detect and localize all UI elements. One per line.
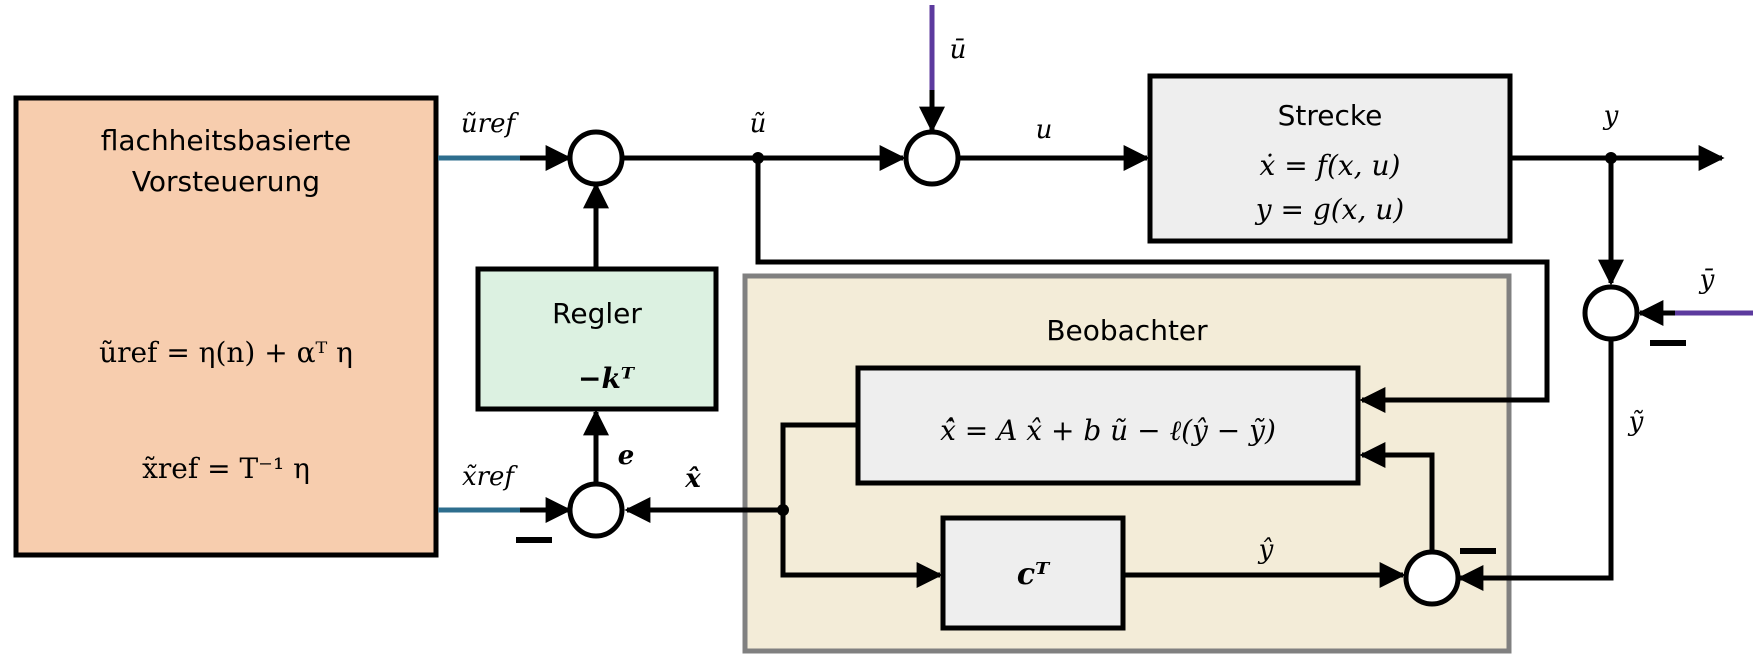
plant-block <box>1147 73 1513 244</box>
minus-sign-x-ref <box>516 537 552 543</box>
c-input-wire <box>780 510 943 588</box>
signal-label-u-bar: ū <box>950 35 967 65</box>
u-tilde-feedback-wire <box>755 158 1550 413</box>
observer-title: Beobachter <box>1046 314 1208 347</box>
controller-block <box>475 266 719 412</box>
feedforward-equation-u: ũref = η(n) + αᵀ η <box>99 336 353 369</box>
y-tilde-wire <box>1457 340 1614 591</box>
feedforward-title-line2: Vorsteuerung <box>132 165 320 198</box>
x-hat-branch-wire <box>780 422 858 510</box>
signal-label-x-hat: x̂ <box>684 464 701 494</box>
sum-junction-disturbance <box>903 129 961 187</box>
x-hat-branch-dot <box>777 504 789 516</box>
output-matrix-label: cᵀ <box>1017 557 1051 592</box>
y-branch-dot <box>1605 152 1617 164</box>
observer-equation: x̂̇ = A x̂ + b ũ − ℓ(ŷ − ỹ) <box>940 414 1276 447</box>
plant-title: Strecke <box>1278 99 1383 132</box>
sum-junction-measurement <box>1582 284 1640 342</box>
signal-label-u-tilde: ũ <box>750 109 767 139</box>
sum-junction-innovation <box>1403 549 1461 607</box>
feedforward-equation-x: x̃ref = T⁻¹ η <box>142 452 310 485</box>
minus-sign-y-bar <box>1650 340 1686 346</box>
signal-label-e: e <box>618 441 635 471</box>
feedforward-title-line1: flachheitsbasierte <box>101 124 352 157</box>
signal-label-y-bar: ȳ <box>1699 265 1715 295</box>
innovation-wire <box>1359 442 1435 550</box>
signal-label-y-tilde: ỹ <box>1628 407 1644 437</box>
u-tilde-branch-dot <box>752 152 764 164</box>
signal-label-y-hat: ŷ <box>1258 535 1274 565</box>
signal-label-y: y <box>1603 101 1619 131</box>
sum-junction-error <box>567 481 625 539</box>
output-matrix-block <box>940 515 1126 631</box>
signal-label-u-ref: ũref <box>461 109 520 139</box>
signal-label-u: u <box>1036 115 1053 145</box>
plant-state-equation: ẋ = f(x, u) <box>1260 149 1401 182</box>
observer-dynamics-block <box>855 365 1361 486</box>
minus-sign-innovation <box>1460 548 1496 554</box>
controller-title: Regler <box>552 297 642 330</box>
plant-output-equation: y = g(x, u) <box>1254 193 1404 226</box>
sum-junction-reference <box>567 129 625 187</box>
feedforward-block <box>13 95 439 558</box>
signal-label-x-ref: x̃ref <box>462 462 518 492</box>
controller-gain: −kᵀ <box>578 362 636 395</box>
